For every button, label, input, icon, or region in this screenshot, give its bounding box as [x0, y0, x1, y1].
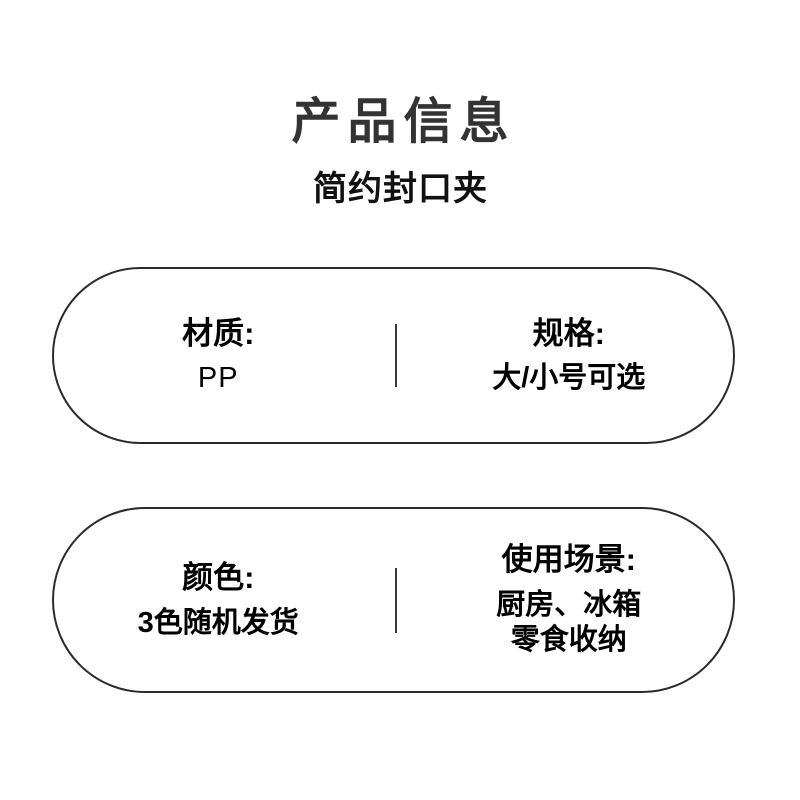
header: 产品信息 简约封口夹 — [0, 96, 800, 208]
product-subtitle: 简约封口夹 — [313, 169, 488, 208]
spec-label-usage: 使用场景: — [501, 542, 636, 578]
spec-label-material: 材质: — [182, 315, 255, 351]
spec-capsule-material-size: 材质: PP 规格: 大/小号可选 — [52, 267, 735, 444]
spec-cell-material: 材质: PP — [54, 316, 395, 396]
spec-value-color: 3色随机发货 — [137, 606, 299, 639]
page-title: 产品信息 — [291, 95, 516, 149]
spec-value-material: PP — [197, 362, 239, 395]
spec-cell-usage: 使用场景: 厨房、冰箱 零食收纳 — [397, 542, 734, 657]
spec-value-usage-line-2: 零食收纳 — [510, 624, 627, 657]
spec-value-usage-line-1: 厨房、冰箱 — [496, 589, 642, 622]
capsule-divider — [394, 324, 397, 387]
spec-label-size: 规格: — [532, 315, 605, 351]
spec-cell-color: 颜色: 3色随机发货 — [54, 560, 395, 640]
spec-value-usage: 厨房、冰箱 零食收纳 — [496, 588, 641, 657]
capsule-divider — [394, 567, 397, 633]
spec-value-size: 大/小号可选 — [492, 362, 646, 395]
spec-label-color: 颜色: — [182, 560, 255, 596]
spec-capsule-color-usage: 颜色: 3色随机发货 使用场景: 厨房、冰箱 零食收纳 — [52, 507, 735, 693]
spec-cell-size: 规格: 大/小号可选 — [397, 316, 734, 396]
